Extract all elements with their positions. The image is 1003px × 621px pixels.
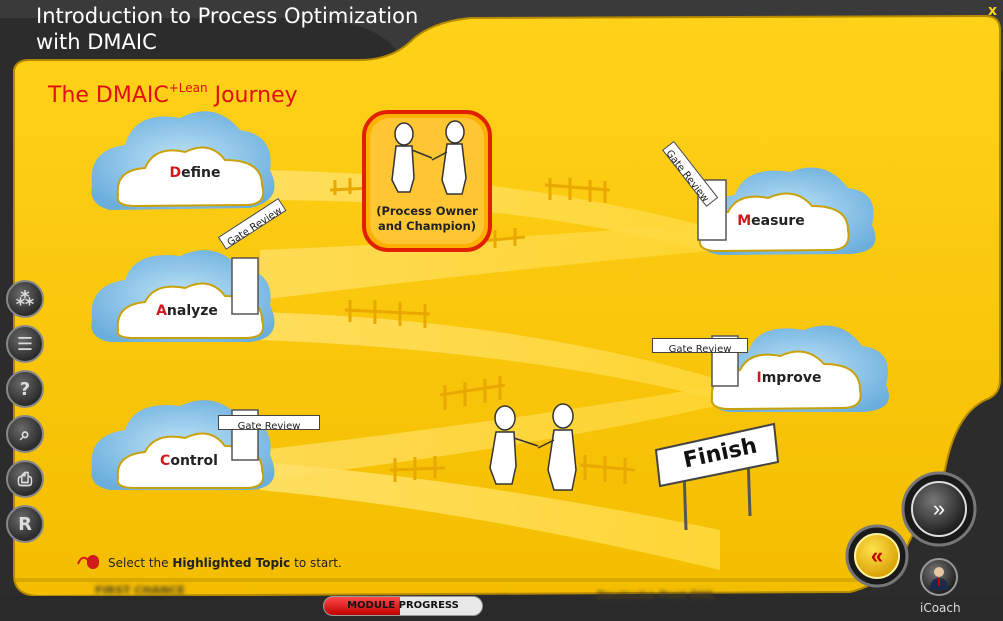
app-title-line-2: with DMAIC bbox=[36, 30, 157, 54]
stage-define-initial: D bbox=[169, 165, 182, 181]
module-progress-fill bbox=[324, 597, 400, 615]
resources-button[interactable]: R bbox=[6, 505, 44, 543]
mouse-click-icon bbox=[76, 552, 102, 575]
resources-icon: R bbox=[18, 513, 32, 535]
stage-control-rest: ontrol bbox=[170, 453, 218, 469]
gate-review-sign-improve: Gate Review bbox=[652, 338, 748, 355]
highlighted-topic-line-2: and Champion) bbox=[377, 219, 477, 233]
next-button[interactable]: » bbox=[912, 482, 966, 536]
stage-control-initial: C bbox=[160, 453, 171, 469]
stage-analyze-rest: nalyze bbox=[166, 303, 218, 319]
icoach-button[interactable] bbox=[921, 559, 957, 595]
stage-improve-initial: I bbox=[756, 370, 762, 386]
gate-review-sign-control: Gate Review bbox=[218, 415, 320, 432]
team-button[interactable]: ⁂ bbox=[6, 280, 44, 318]
close-button[interactable]: x bbox=[987, 3, 997, 19]
search-icon: ⌕ bbox=[19, 423, 31, 445]
highlighted-topic-button[interactable]: (Process Owner and Champion) bbox=[364, 112, 490, 250]
instruction-post: to start. bbox=[290, 556, 342, 570]
print-icon: ⎙ bbox=[17, 468, 33, 490]
instruction-bold: Highlighted Topic bbox=[172, 556, 291, 570]
back-button[interactable]: « bbox=[855, 534, 899, 578]
app-title-line-1: Introduction to Process Optimization bbox=[36, 4, 419, 28]
cloud-define-shape bbox=[91, 111, 275, 210]
coach-avatar-icon bbox=[930, 567, 948, 590]
stage-define-rest: efine bbox=[181, 165, 221, 181]
team-icon: ⁂ bbox=[15, 288, 35, 310]
icoach-label: iCoach bbox=[920, 601, 961, 615]
search-button[interactable]: ⌕ bbox=[6, 415, 44, 453]
stage-measure-initial: M bbox=[737, 213, 752, 229]
journey-title-end: Journey bbox=[214, 83, 298, 108]
print-button[interactable]: ⎙ bbox=[6, 460, 44, 498]
stage-define[interactable]: Define bbox=[140, 165, 250, 181]
menu-list-icon: ☰ bbox=[16, 333, 34, 355]
double-chevron-right-icon: » bbox=[932, 496, 946, 521]
stage-control[interactable]: Control bbox=[134, 453, 244, 469]
module-progress-label: MODULE PROGRESS bbox=[347, 600, 459, 611]
gate-review-label: Gate Review bbox=[237, 421, 301, 432]
module-progress-bar: MODULE PROGRESS bbox=[323, 596, 483, 616]
menu-button[interactable]: ☰ bbox=[6, 325, 44, 363]
stage-improve[interactable]: Improve bbox=[734, 370, 844, 386]
highlighted-topic-line-1: (Process Owner bbox=[376, 204, 478, 218]
stage-measure[interactable]: Measure bbox=[716, 213, 826, 229]
journey-title-main: The DMAIC bbox=[48, 83, 169, 108]
instruction-pre: Select the bbox=[108, 556, 173, 570]
stage-measure-rest: easure bbox=[751, 213, 805, 229]
stage-analyze-initial: A bbox=[156, 303, 167, 319]
instruction-text: Select the Highlighted Topic to start. bbox=[108, 556, 342, 570]
help-button[interactable]: ? bbox=[6, 370, 44, 408]
double-chevron-left-icon: « bbox=[870, 543, 884, 568]
journey-title: The DMAIC+Lean Journey bbox=[48, 81, 298, 108]
stage-analyze[interactable]: Analyze bbox=[132, 303, 242, 319]
journey-title-sup: +Lean bbox=[168, 81, 208, 95]
footer-left-logo: FIRST CHANCE bbox=[95, 584, 185, 597]
help-icon: ? bbox=[19, 378, 31, 400]
footer-right-logo: Deutsche Post DHL bbox=[597, 589, 716, 602]
stage-improve-rest: mprove bbox=[761, 370, 822, 386]
gate-review-label: Gate Review bbox=[668, 344, 732, 355]
